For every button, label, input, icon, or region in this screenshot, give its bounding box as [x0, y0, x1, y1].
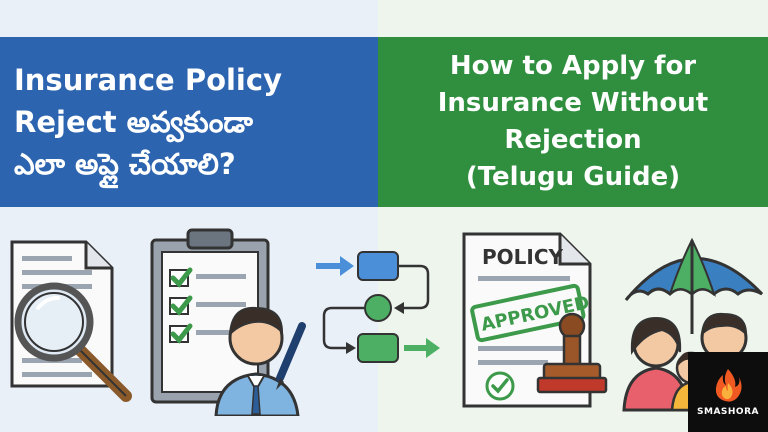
title-right-line-4: (Telugu Guide) — [465, 162, 681, 192]
brand-logo: SMASHORA — [688, 352, 768, 432]
title-left-line-2: Reject అవ్వకుండా — [14, 105, 253, 139]
title-right-line-1: How to Apply for — [449, 51, 697, 81]
brand-name: SMASHORA — [697, 407, 759, 417]
rubber-stamp-icon — [536, 312, 608, 394]
illustration-strip: POLICY APPROVED — [0, 216, 768, 432]
policy-heading: POLICY — [482, 245, 564, 269]
magnifier-document-icon — [10, 240, 132, 402]
title-right-line-3: Rejection — [504, 125, 642, 155]
title-left-line-3: ఎలా అప్లై చేయాలి? — [14, 147, 236, 181]
flowchart-icon — [316, 251, 440, 363]
person-with-pen-icon — [214, 306, 306, 416]
telugu-title-banner: Insurance Policy Reject అవ్వకుండా ఎలా అప… — [0, 37, 378, 207]
english-title-banner: How to Apply for Insurance Without Rejec… — [378, 37, 768, 207]
flame-icon — [715, 369, 742, 402]
title-right-line-2: Insurance Without — [437, 88, 709, 118]
title-left-line-1: Insurance Policy — [14, 63, 282, 97]
